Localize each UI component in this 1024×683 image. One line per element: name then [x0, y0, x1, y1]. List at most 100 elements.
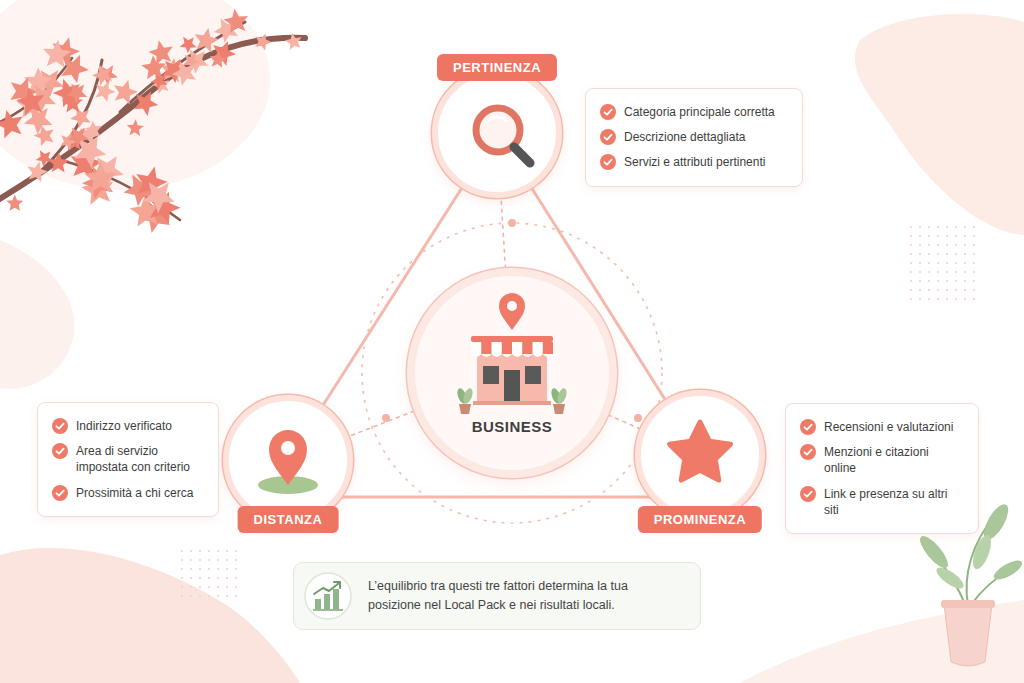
dot-grid	[905, 225, 977, 305]
pillar-circle: DISTANZA	[223, 395, 353, 525]
decoration	[800, 486, 816, 502]
decoration	[600, 129, 616, 145]
maple-leaf	[60, 53, 90, 84]
check-icon	[600, 129, 616, 145]
ring-dot	[508, 219, 516, 227]
checklist-box: Categoria principale correttaDescrizione…	[585, 88, 803, 187]
decoration	[991, 557, 1024, 583]
decoration	[57, 449, 64, 454]
decoration	[600, 154, 616, 170]
checklist-box: Recensioni e valutazioniMenzioni e citaz…	[785, 403, 979, 534]
dashed-connector	[349, 411, 415, 436]
decoration	[269, 430, 307, 485]
decoration	[933, 564, 966, 592]
pillar-circle: PROMINENZA	[635, 390, 765, 520]
mag-icon	[438, 74, 556, 192]
star-icon	[641, 396, 759, 514]
decoration	[941, 600, 995, 608]
decoration	[507, 301, 517, 311]
decoration	[314, 583, 339, 594]
decoration	[333, 589, 339, 609]
decoration	[502, 342, 512, 354]
decoration	[543, 342, 553, 354]
decoration	[324, 594, 330, 609]
decoration	[800, 444, 816, 460]
decoration	[525, 366, 541, 384]
ring-dot	[634, 414, 642, 422]
triangle-side	[341, 495, 650, 498]
maple-leaf	[31, 122, 59, 151]
maple-leaf	[6, 195, 23, 211]
chart-icon	[304, 572, 352, 620]
checklist-text: Categoria principale corretta	[624, 104, 775, 120]
decoration	[605, 110, 612, 115]
decoration	[916, 532, 952, 572]
check-icon	[800, 486, 816, 502]
checklist-text: Prossimità a chi cerca	[76, 485, 193, 501]
checklist-text: Recensioni e valutazioni	[824, 419, 953, 435]
check-icon	[800, 444, 816, 460]
decoration	[670, 422, 731, 480]
decoration	[0, 38, 305, 205]
checklist-row: Categoria principale corretta	[600, 104, 788, 120]
decoration	[334, 582, 340, 588]
decoration	[490, 117, 506, 120]
maple-leaf	[123, 117, 147, 140]
decoration	[52, 418, 68, 434]
check-icon	[52, 443, 68, 459]
checklist-row: Descrizione dettagliata	[600, 129, 788, 145]
maple-leaf	[32, 146, 55, 169]
pillar-circle: PERTINENZA	[432, 68, 562, 198]
maple-leaf	[169, 55, 203, 89]
checklist-box: Indirizzo verificatoArea di servizio imp…	[37, 402, 219, 517]
decoration	[473, 401, 551, 405]
decoration	[605, 135, 612, 140]
ring-dot	[382, 414, 390, 422]
pillar-tag: DISTANZA	[238, 506, 339, 533]
checklist-text: Link e presenza su altri siti	[824, 486, 964, 518]
maple-leaf	[65, 80, 91, 107]
maple-leaf	[189, 24, 222, 57]
decoration	[281, 441, 295, 455]
maple-leaf	[209, 50, 228, 70]
pillar-tag: PROMINENZA	[638, 506, 762, 533]
decoration	[522, 342, 532, 354]
decoration	[483, 366, 499, 384]
decoration	[504, 370, 520, 402]
dashed-connector	[608, 415, 640, 429]
decoration	[855, 14, 1024, 235]
decoration	[57, 424, 64, 429]
check-icon	[52, 418, 68, 434]
maple-leaf	[110, 78, 142, 109]
maple-leaf	[79, 158, 123, 202]
decoration	[0, 240, 74, 389]
decoration	[605, 160, 612, 165]
maple-leaf	[24, 160, 51, 186]
decoration	[499, 293, 525, 330]
maple-leaf	[0, 107, 27, 140]
decoration	[305, 573, 351, 619]
decoration	[315, 599, 321, 609]
decoration	[944, 604, 992, 666]
dotted-ring	[362, 223, 662, 523]
check-icon	[600, 104, 616, 120]
check-icon	[52, 485, 68, 501]
checklist-text: Menzioni e citazioni online	[824, 444, 964, 476]
maple-leaf	[221, 5, 253, 38]
hub-label: BUSINESS	[415, 418, 609, 435]
dot-grid	[175, 545, 241, 601]
checklist-text: Servizi e attributi pertinenti	[624, 154, 765, 170]
checklist-row: Menzioni e citazioni online	[800, 444, 964, 476]
pillar-tag: PERTINENZA	[437, 54, 557, 81]
decoration	[514, 147, 530, 163]
maple-leaf	[48, 152, 70, 173]
decoration	[52, 485, 68, 501]
dashed-connector	[501, 198, 505, 268]
decoration	[481, 342, 491, 354]
decoration	[805, 491, 812, 496]
note-text: L’equilibrio tra questi tre fattori dete…	[368, 577, 684, 615]
maple-leaf	[282, 31, 304, 53]
maple-leaf	[138, 53, 167, 83]
maple-leaf	[12, 85, 50, 122]
